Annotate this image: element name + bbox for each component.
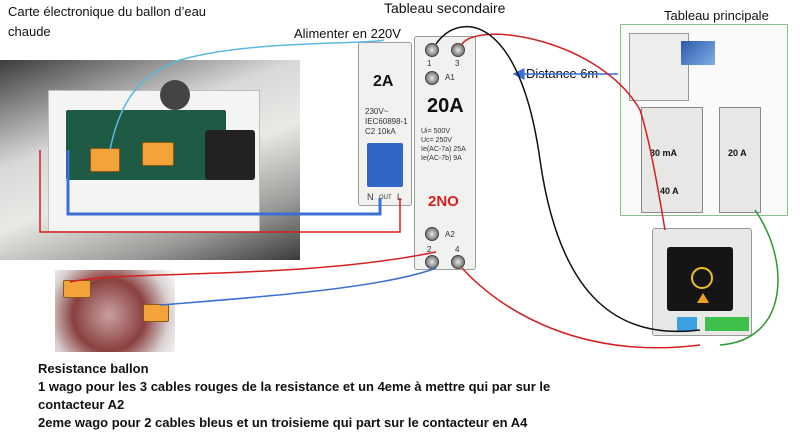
contactor-type: 2NO xyxy=(428,193,459,210)
terminal-block-green xyxy=(705,317,749,331)
thermostat-box xyxy=(652,228,752,336)
instruction-line-1: 1 wago pour les 3 cables rouges de la re… xyxy=(38,379,551,394)
breaker-terminal-n: N xyxy=(367,192,374,202)
breaker-terminal-l: L xyxy=(397,192,403,202)
relay-component xyxy=(205,130,255,180)
black-wire-main xyxy=(435,25,701,333)
terminal-block-blue xyxy=(677,317,697,331)
red-wire-main xyxy=(461,33,666,231)
contactor-spec-1: Ui= 500V xyxy=(421,128,450,135)
differential-module: 30 mA 40 A xyxy=(641,107,703,213)
contactor-terminal-1: 1 xyxy=(427,59,432,68)
meter-module xyxy=(629,33,689,101)
contactor-terminal-2: 2 xyxy=(427,245,432,254)
contactor-screw-a2 xyxy=(425,227,439,241)
resistance-title: Resistance ballon xyxy=(38,361,149,376)
contactor-screw-4 xyxy=(451,255,465,269)
breaker-spec-3: C2 10kA xyxy=(365,127,396,136)
main-panel-title: Tableau principale xyxy=(664,8,769,23)
secondary-panel-title: Tableau secondaire xyxy=(384,0,506,16)
contactor-screw-2 xyxy=(425,255,439,269)
capacitor-component xyxy=(160,80,190,110)
breaker-spec-1: 230V~ xyxy=(365,107,389,116)
contactor-spec-4: Ie(AC-7b) 9A xyxy=(421,155,462,162)
power-label: Alimenter en 220V xyxy=(294,26,401,41)
warning-icon xyxy=(697,293,709,303)
diff-current: 40 A xyxy=(660,186,679,196)
board-wago-right xyxy=(142,142,174,166)
board-title-line1: Carte électronique du ballon d’eau xyxy=(8,4,207,19)
main-breaker-module: 20 A xyxy=(719,107,761,213)
contactor-coil-a2: A2 xyxy=(445,230,455,239)
blue-wire-resistance xyxy=(159,267,437,306)
water-heater-board-photo xyxy=(0,60,300,260)
contactor-screw-1 xyxy=(425,43,439,57)
board-title-line2: chaude xyxy=(8,24,51,39)
contactor-rating: 20A xyxy=(427,95,464,117)
solar-panel-icon xyxy=(681,41,715,65)
cyan-wire-feed xyxy=(109,39,385,151)
contactor-spec-3: Ie(AC-7a) 25A xyxy=(421,146,466,153)
breaker-2a: 2A 230V~ IEC60898-1 C2 10kA N OUT L xyxy=(358,42,412,206)
contactor-screw-a1 xyxy=(425,71,439,85)
diff-rating: 30 mA xyxy=(650,148,678,158)
thermostat-dial[interactable] xyxy=(691,267,713,289)
breaker-rating: 2A xyxy=(373,73,394,90)
contactor-coil-a1: A1 xyxy=(445,73,455,82)
red-wire-thermostat xyxy=(461,267,701,349)
main-panel-frame: 30 mA 40 A 20 A xyxy=(620,24,788,216)
contactor-terminal-3: 3 xyxy=(455,59,460,68)
board-wago-left xyxy=(90,148,120,172)
blue-wire-board xyxy=(66,150,382,216)
breaker-spec-2: IEC60898-1 xyxy=(365,117,408,126)
resistance-wires-photo xyxy=(55,270,175,352)
contactor-2no: 1 3 A1 20A Ui= 500V Uc= 250V Ie(AC-7a) 2… xyxy=(414,36,476,270)
red-wire-resistance xyxy=(69,251,437,283)
main-breaker-rating: 20 A xyxy=(728,148,747,158)
breaker-toggle[interactable] xyxy=(367,143,403,187)
breaker-terminal-out: OUT xyxy=(379,195,392,201)
instruction-line-3: 2eme wago pour 2 cables bleus et un troi… xyxy=(38,415,528,430)
contactor-terminal-4: 4 xyxy=(455,245,460,254)
resistance-wago-2 xyxy=(143,304,169,322)
instruction-line-2: contacteur A2 xyxy=(38,397,125,412)
contactor-spec-2: Uc= 250V xyxy=(421,137,452,144)
green-wire xyxy=(719,209,779,346)
contactor-screw-3 xyxy=(451,43,465,57)
red-wire-board xyxy=(39,150,401,233)
thermostat-face xyxy=(667,247,733,311)
